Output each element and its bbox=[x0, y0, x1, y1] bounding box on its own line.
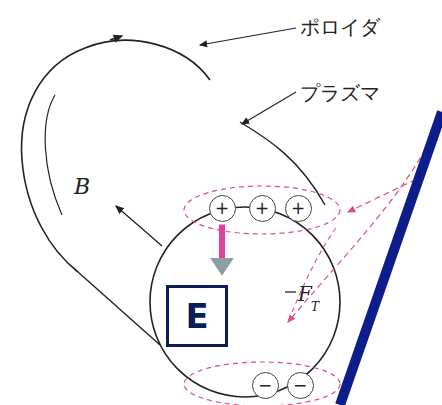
charge-sign: − bbox=[293, 377, 307, 394]
leader-line bbox=[200, 28, 296, 45]
direction-arrow bbox=[110, 36, 122, 40]
charge-sign: + bbox=[291, 200, 305, 217]
field-box: E bbox=[166, 285, 228, 347]
charge-region bbox=[184, 362, 340, 405]
charge-sign: + bbox=[215, 200, 229, 217]
charge-circle: − bbox=[287, 372, 314, 399]
field-arrow bbox=[219, 225, 225, 272]
field-symbol: B bbox=[74, 174, 90, 199]
charge-circle: + bbox=[249, 195, 276, 222]
drift-arrow bbox=[288, 140, 430, 322]
torus-tube-line bbox=[240, 122, 325, 205]
charge-region bbox=[184, 186, 340, 234]
field-symbol: E bbox=[185, 296, 208, 336]
charge-circle: − bbox=[252, 372, 279, 399]
leader-line bbox=[242, 92, 296, 124]
drift-arrow bbox=[288, 228, 336, 322]
overlay-stroke bbox=[340, 112, 442, 405]
part-label: ポロイダ bbox=[300, 14, 380, 41]
field-arrow bbox=[116, 206, 162, 246]
force-subscript: T bbox=[311, 300, 319, 314]
force-symbol: F bbox=[298, 282, 312, 306]
charge-circle: + bbox=[285, 195, 312, 222]
cross-section bbox=[150, 207, 340, 397]
part-label: プラズマ bbox=[300, 80, 380, 107]
charge-circle: + bbox=[209, 195, 236, 222]
torus-tube-line bbox=[78, 272, 160, 345]
charge-sign: − bbox=[258, 377, 272, 394]
torus-outline bbox=[22, 40, 210, 272]
charge-sign: + bbox=[255, 200, 269, 217]
force-line bbox=[285, 291, 296, 292]
torus-inner-line bbox=[45, 95, 62, 215]
